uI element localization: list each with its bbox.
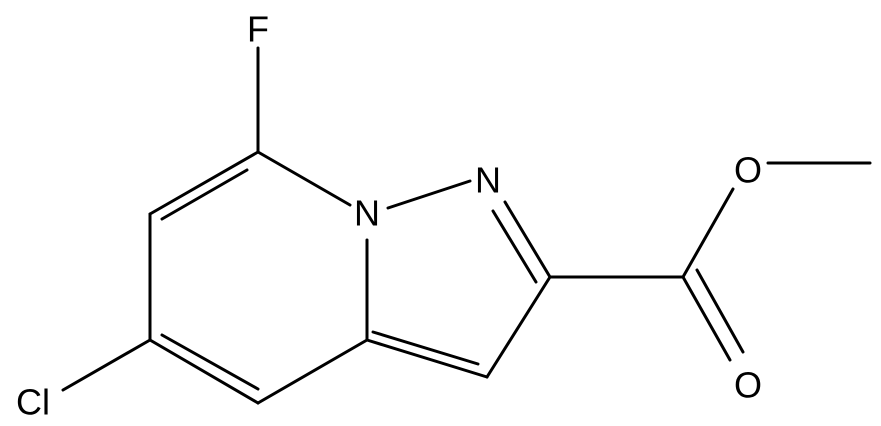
atom-label-oxygen-ether: O	[734, 150, 762, 191]
atom-label-fluorine: F	[247, 9, 269, 50]
bond-c7-c6	[148, 150, 260, 216]
bond-ccarbonyl-o-double-1	[681, 275, 732, 362]
bond-c4-c3a	[256, 338, 369, 405]
bond-n2-c2	[503, 200, 552, 279]
atom-label-nitrogen-ring: N	[475, 160, 501, 201]
bond-c3-c3a-inner	[371, 330, 480, 366]
bond-c5-c4-inner	[160, 333, 260, 391]
bond-c2-c3	[485, 275, 552, 379]
atom-label-chlorine: Cl	[16, 382, 50, 423]
bond-n2-c2-inner	[491, 209, 538, 284]
atom-label-oxygen-carbonyl: O	[734, 365, 762, 406]
bond-c7-c6-inner	[160, 168, 249, 221]
bond-ccarbonyl-o-ether	[681, 187, 735, 279]
bond-c5-cl	[61, 338, 152, 392]
bond-c5-c4	[148, 338, 260, 405]
bond-c3-c3a	[365, 338, 489, 379]
atom-label-nitrogen-bridgehead: N	[354, 193, 380, 234]
bond-c7-n1	[256, 150, 352, 207]
bond-n1-n2	[386, 179, 472, 210]
bond-ccarbonyl-o-double-2	[695, 268, 745, 354]
